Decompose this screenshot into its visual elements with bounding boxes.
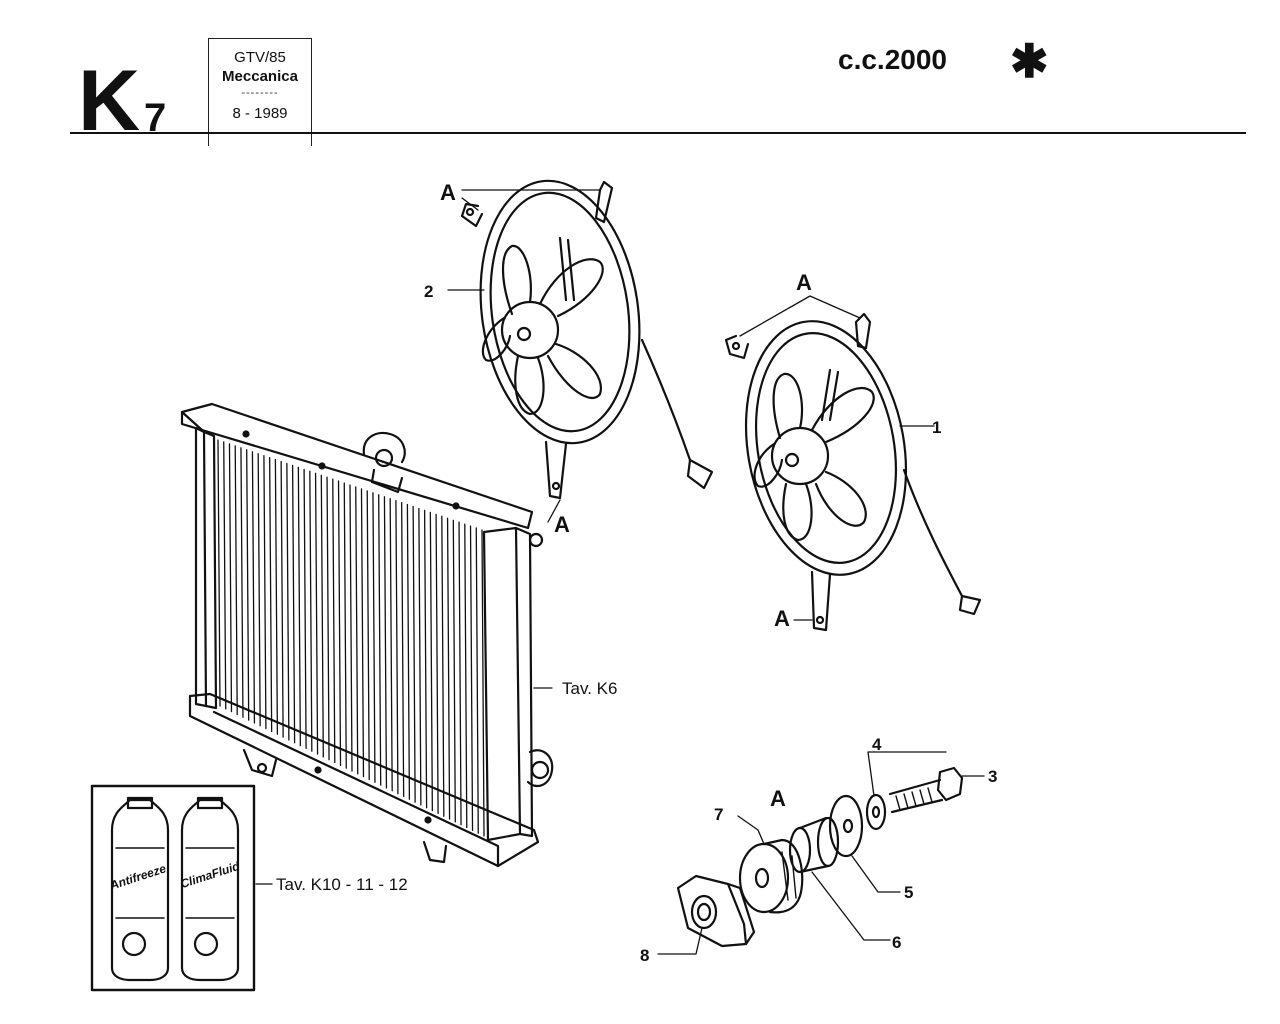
radiator-fin [389,498,393,792]
radiator-fin [286,462,290,741]
radiator-fin [274,458,279,735]
radiator-fin [332,478,336,764]
callout-2: 2 [424,282,434,301]
radiator-fin [446,517,451,820]
radiator-fin [326,476,330,761]
date-label: 8 - 1989 [232,105,288,122]
callout-8: 8 [640,946,650,965]
radiator-fin [435,513,439,815]
radiator-fin [406,503,411,800]
radiator-fin [314,472,319,755]
radiator-fin [452,519,456,823]
fan-assembly-1 [724,312,982,632]
radiator-fin [464,523,468,829]
mount-label-fan2-top: A [440,180,456,205]
coolant-box [90,784,256,992]
radiator-fin [481,529,485,837]
callout-3: 3 [988,767,998,786]
clip-nut-8 [676,874,756,948]
washer-large-5 [828,794,864,858]
mount-label-fan1-bottom: A [774,606,790,631]
info-box: GTV/85 Meccanica -------- 8 - 1989 [208,38,312,146]
radiator-fin [355,486,359,775]
radiator-fin [251,451,256,724]
section-letter: K [78,53,140,149]
marker-star: ✱ [1010,35,1049,87]
radiator-fin [303,468,307,750]
radiator-fin [269,456,273,733]
radiator-fin [240,447,244,718]
radiator-fin [246,449,250,721]
radiator-fin [429,511,433,812]
radiator-fin [257,453,261,727]
radiator-fin [343,482,347,769]
callout-5: 5 [904,883,914,902]
radiator-fin [297,466,301,747]
radiator-fin [469,525,474,831]
radiator-fin [418,507,422,806]
callout-1: 1 [932,418,942,437]
section-number: 7 [144,96,167,140]
separator: -------- [241,87,279,99]
radiator-fin [423,509,428,809]
radiator-fin [337,480,342,766]
radiator-fin [309,470,313,752]
radiator-fin [234,445,238,716]
spacer-6 [788,816,840,874]
radiator-fin [458,521,462,826]
radiator-fin [360,488,365,778]
coolant-bottle-left [110,796,170,982]
radiator-fin [441,515,445,817]
radiator-fin [412,505,416,803]
coolant-reference: Tav. K10 - 11 - 12 [276,875,408,894]
leader-lines [255,189,985,955]
radiator-fin [217,439,221,707]
radiator-fin [366,490,370,781]
mount-label-fan2-bottom: A [554,512,570,537]
model-label: GTV/85 [234,49,286,66]
radiator-fin [372,492,376,783]
radiator-fin [223,441,227,710]
callout-7: 7 [714,805,724,824]
engine-label: c.c.2000 [838,44,947,75]
radiator [180,402,554,868]
callout-6: 6 [892,933,902,952]
category-label: Meccanica [222,68,298,85]
mount-label-fan1-top: A [796,270,812,295]
washer-small-4 [865,793,887,831]
radiator-fin [228,443,233,713]
coolant-bottle-right [180,796,240,982]
radiator-fin [349,484,353,772]
bolt-3 [888,766,964,814]
radiator-reference: Tav. K6 [562,679,618,698]
radiator-core [217,439,485,837]
header-rule [70,132,1246,134]
radiator-fin [263,455,267,730]
rubber-mount-7 [738,838,804,914]
fan-assembly-2 [460,179,714,500]
radiator-fin [475,527,479,834]
radiator-fin [291,464,296,744]
radiator-fin [378,494,382,786]
radiator-fin [280,460,284,738]
callout-4: 4 [872,735,882,754]
radiator-fin [383,496,388,789]
detail-label-a: A [770,786,786,811]
radiator-fin [401,501,405,798]
radiator-fin [320,474,324,758]
radiator-fin [395,500,399,795]
